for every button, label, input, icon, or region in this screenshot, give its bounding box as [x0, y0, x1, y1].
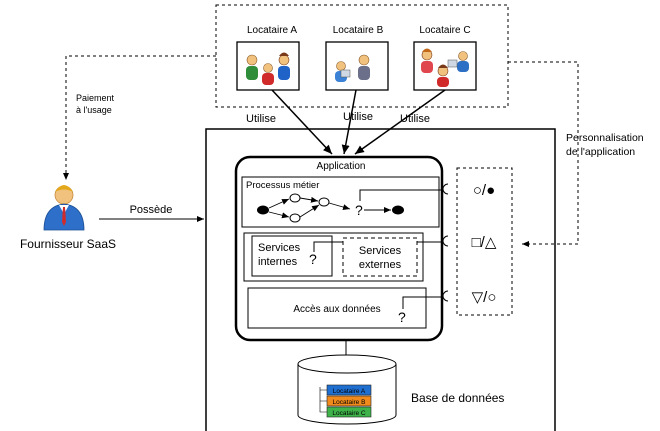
- payment-label-line1: Paiement: [76, 93, 115, 103]
- tenants-group: [215, 4, 509, 108]
- customization-label-line2: de l'application: [566, 146, 635, 158]
- application-title: Application: [317, 161, 366, 172]
- variant-row-2: □/△: [472, 234, 497, 251]
- businessman-icon: [43, 185, 85, 231]
- variants-box: [456, 167, 513, 316]
- tenant-a: Locataire A: [236, 25, 300, 91]
- business-process-label: Processus métier: [246, 180, 319, 191]
- tenant-b-label: Locataire B: [333, 25, 384, 36]
- external-services-box: [342, 237, 418, 277]
- business-process-box: [241, 176, 440, 228]
- payment-arrow: [63, 55, 216, 180]
- uses-label-a: Utilise: [246, 113, 276, 125]
- tenant-b: Locataire B: [325, 25, 389, 91]
- tenant-record-b-label: Locataire B: [333, 399, 366, 406]
- uses-arrow-b: [341, 89, 357, 155]
- database-label: Base de données: [411, 391, 504, 405]
- internal-services-line2: internes: [258, 256, 298, 268]
- people-icon: [246, 52, 290, 85]
- provider-system-box: [205, 128, 556, 431]
- saas-provider: Fournisseur SaaS: [20, 185, 116, 251]
- interface-sockets: [442, 183, 449, 302]
- customization-label-line1: Personnalisation: [566, 132, 644, 144]
- tenant-records: Locataire A Locataire B Locataire C: [319, 384, 372, 418]
- external-services-line1: Services: [359, 245, 402, 257]
- tenant-record-a-label: Locataire A: [333, 388, 366, 395]
- process-variation-point: ?: [355, 202, 363, 218]
- tenant-c-label: Locataire C: [419, 25, 470, 36]
- variant-row-1: ○/●: [473, 182, 495, 199]
- owns-label: Possède: [130, 204, 173, 216]
- data-access-variation-point: ?: [398, 309, 406, 325]
- uses-label-b: Utilise: [343, 111, 373, 123]
- data-access-connector: [402, 296, 441, 309]
- tenant-a-label: Locataire A: [247, 25, 297, 36]
- external-services-line2: externes: [359, 259, 402, 271]
- tenant-c: Locataire C: [413, 25, 477, 91]
- internal-services-line1: Services: [258, 242, 301, 254]
- internal-services-box: [251, 235, 333, 277]
- data-access-box: [247, 287, 427, 329]
- people-icon: [335, 54, 370, 82]
- process-flow: [257, 193, 404, 223]
- uses-arrow-c: [354, 89, 446, 155]
- payment-label-line2: à l'usage: [76, 105, 112, 115]
- variant-row-3: ▽/○: [472, 289, 497, 306]
- people-icon: [421, 48, 469, 87]
- provider-label: Fournisseur SaaS: [20, 237, 116, 251]
- data-access-label: Accès aux données: [293, 304, 380, 315]
- services-variation-point: ?: [309, 251, 317, 267]
- uses-label-c: Utilise: [400, 113, 430, 125]
- process-connector: [359, 189, 441, 201]
- tenant-record-c-label: Locataire C: [332, 410, 366, 417]
- uses-arrow-a: [271, 89, 333, 155]
